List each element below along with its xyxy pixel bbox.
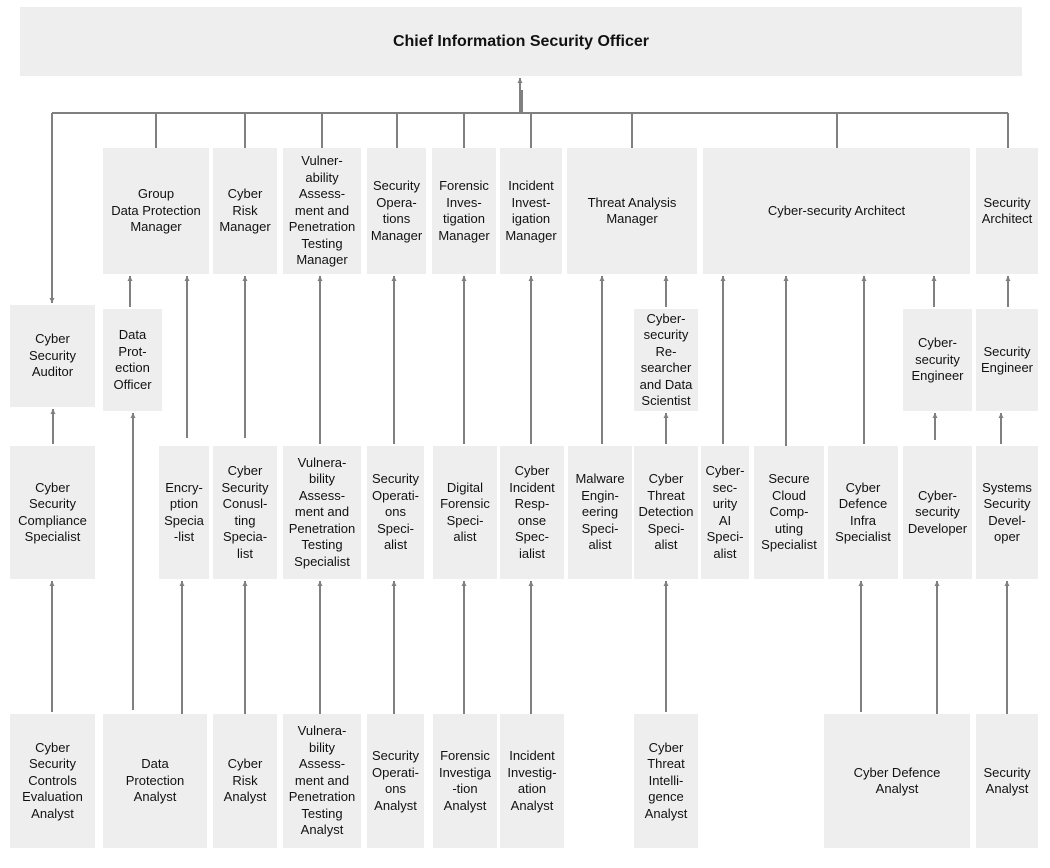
cyber-security-developer-box: Cyber- security Developer [903,446,972,579]
cyber-security-consulting-specialist-box: Cyber Security Conusl- ting Specia- list [213,446,277,579]
cyber-security-architect-box: Cyber-security Architect [703,148,970,274]
cyber-risk-manager-box: Cyber Risk Manager [213,148,277,274]
cyber-security-compliance-specialist-box: Cyber Security Compliance Specialist [10,446,95,579]
cyber-defence-infra-specialist-box: Cyber Defence Infra Specialist [828,446,898,579]
cyber-risk-analyst-box: Cyber Risk Analyst [213,714,277,848]
threat-analysis-manager-box: Threat Analysis Manager [567,148,697,274]
group-data-protection-manager-box: Group Data Protection Manager [103,148,209,274]
security-architect-box: Security Architect [976,148,1038,274]
security-operations-manager-box: Security Opera- tions Manager [367,148,426,274]
data-protection-officer-box: Data Prot- ection Officer [103,309,162,411]
vapt-specialist-box: Vulnera- bility Assess- ment and Penetra… [283,446,361,579]
cyber-security-researcher-data-scientist-box: Cyber- security Re- searcher and Data Sc… [634,309,698,411]
malware-engineering-specialist-box: Malware Engin- eering Speci- alist [568,446,632,579]
security-operations-analyst-box: Security Operati- ons Analyst [367,714,424,848]
forensic-investigation-manager-box: Forensic Inves- tigation Manager [432,148,496,274]
incident-investigation-analyst-box: Incident Investig- ation Analyst [500,714,564,848]
vapt-analyst-box: Vulnera- bility Assess- ment and Penetra… [283,714,361,848]
vapt-manager-box: Vulner- ability Assess- ment and Penetra… [283,148,361,274]
digital-forensic-specialist-box: Digital Forensic Speci- alist [433,446,497,579]
data-protection-analyst-box: Data Protection Analyst [103,714,207,848]
cyber-security-controls-evaluation-analyst-box: Cyber Security Controls Evaluation Analy… [10,714,95,848]
security-operations-specialist-box: Security Operati- ons Speci- alist [367,446,424,579]
cyber-defence-analyst-box: Cyber Defence Analyst [824,714,970,848]
forensic-investigation-analyst-box: Forensic Investiga -tion Analyst [433,714,497,848]
cyber-threat-intelligence-analyst-box: Cyber Threat Intelli- gence Analyst [634,714,698,848]
cyber-security-engineer-box: Cyber- security Engineer [903,309,972,411]
ciso-box: Chief Information Security Officer [20,7,1022,76]
secure-cloud-computing-specialist-box: Secure Cloud Comp- uting Specialist [754,446,824,579]
encryption-specialist-box: Encry- ption Specia -list [159,446,209,579]
cyber-incident-response-specialist-box: Cyber Incident Resp- onse Spec- ialist [500,446,564,579]
incident-investigation-manager-box: Incident Invest- igation Manager [500,148,562,274]
systems-security-developer-box: Systems Security Devel- oper [976,446,1038,579]
cyber-security-ai-specialist-box: Cyber- sec- urity AI Speci- alist [701,446,749,579]
cyber-threat-detection-specialist-box: Cyber Threat Detection Speci- alist [634,446,698,579]
security-analyst-box: Security Analyst [976,714,1038,848]
cyber-security-auditor-box: Cyber Security Auditor [10,305,95,407]
security-engineer-box: Security Engineer [976,309,1038,411]
